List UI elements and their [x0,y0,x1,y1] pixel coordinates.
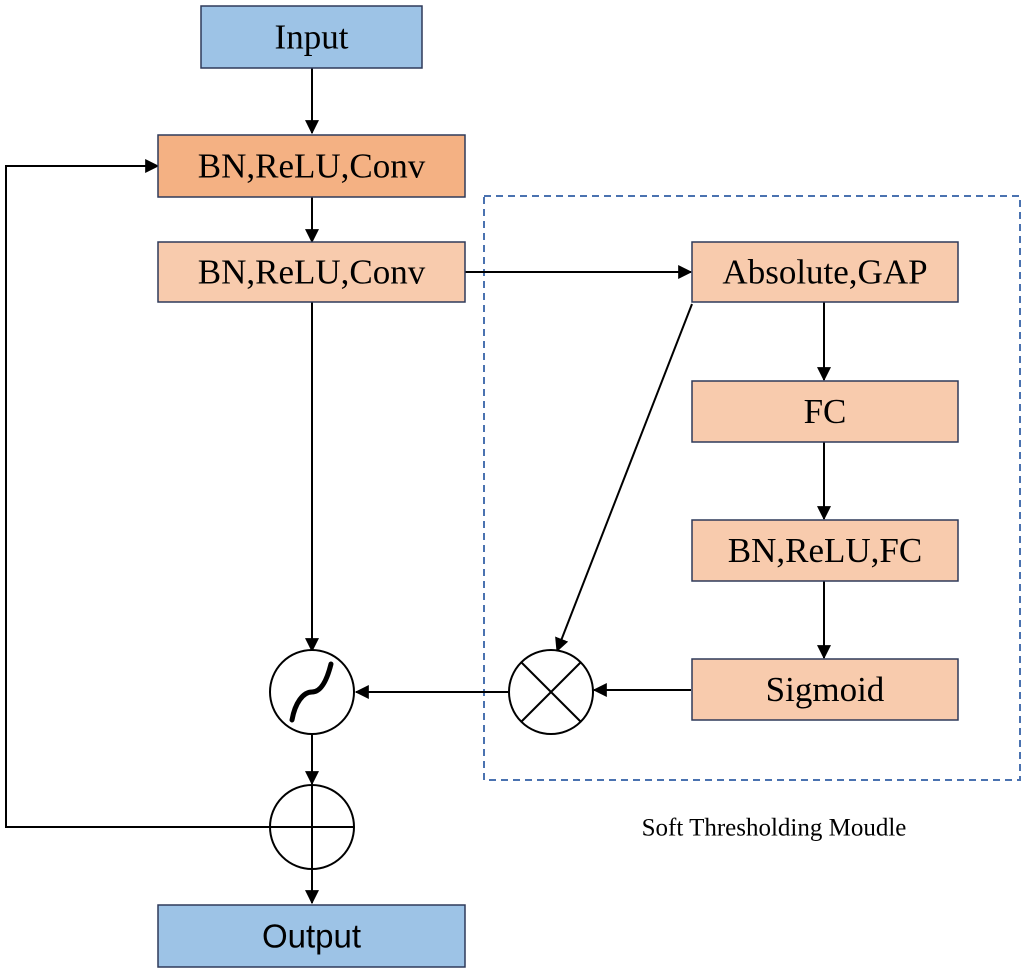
conv1-node: BN,ReLU,Conv [157,134,466,198]
bn-relu-fc-node: BN,ReLU,FC [691,519,959,582]
conv1-label: BN,ReLU,Conv [198,147,426,186]
input-node: Input [200,5,423,69]
abs-gap-node: Absolute,GAP [691,241,959,303]
soft-thresholding-module-border [483,195,1021,781]
connectors [5,68,831,905]
skip-connection-line [5,159,269,828]
fc-label: FC [804,392,847,431]
fc-node: FC [691,380,959,443]
conv2-node: BN,ReLU,Conv [157,241,466,303]
multiply-icon [508,649,594,735]
bn-relu-fc-label: BN,ReLU,FC [728,531,922,570]
conv2-label: BN,ReLU,Conv [198,253,426,292]
output-label: Output [262,918,361,955]
sigmoid-node: Sigmoid [691,658,959,721]
sigmoid-label: Sigmoid [766,670,885,709]
arrow-absgap-to-multiply [555,303,693,653]
add-icon [269,784,355,870]
input-label: Input [275,18,349,57]
module-caption: Soft Thresholding Moudle [642,815,907,842]
abs-gap-label: Absolute,GAP [722,253,927,292]
soft-threshold-icon [269,649,355,735]
output-node: Output [157,904,466,968]
